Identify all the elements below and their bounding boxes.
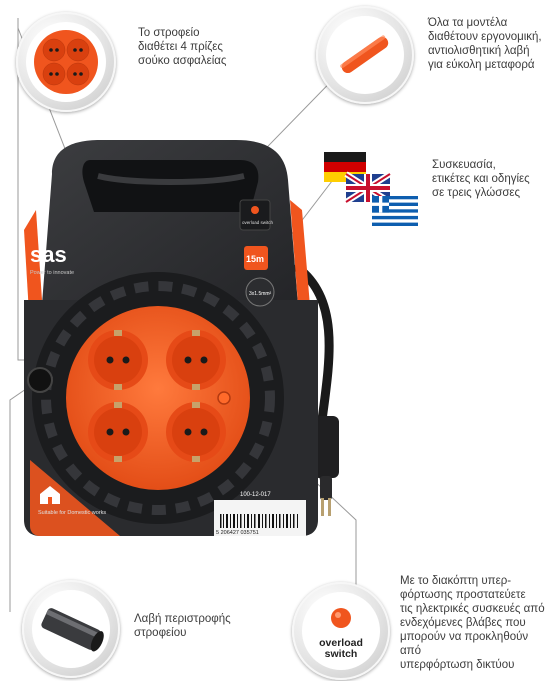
- overload-callout-circle: overload switch: [292, 582, 390, 680]
- brand-logo: sas: [30, 242, 67, 267]
- rotating-handle-icon: [41, 608, 104, 652]
- handle-callout-text: Όλα τα μοντέλα διαθέτουν εργονομική, αντ…: [428, 17, 542, 71]
- sockets-callout-text: Το στροφείο διαθέτει 4 πρίζες σούκο ασφα…: [138, 27, 227, 67]
- socket-top-left: [88, 330, 148, 390]
- flag-germany-icon: [324, 152, 366, 182]
- overload-badge-label: overload switch: [319, 637, 363, 660]
- flags-group: [320, 152, 420, 228]
- plug-body: [313, 416, 339, 478]
- handle-callout-circle: [316, 6, 414, 104]
- overload-switch-button: [217, 391, 231, 405]
- orange-handle-icon: [340, 35, 389, 74]
- bottom-orange-accent: [30, 460, 120, 536]
- crank-knob: [27, 367, 53, 393]
- right-orange-accent: [290, 200, 312, 330]
- suitable-text: Suitable for Domestic works: [38, 510, 106, 516]
- socket-top-right: [166, 330, 226, 390]
- product-code: 100-12-017: [240, 492, 271, 498]
- plug-tip: [320, 476, 332, 500]
- length-badge: [244, 246, 268, 270]
- languages-callout-text: Συσκευασία, ετικέτες και οδηγίες σε τρει…: [432, 159, 530, 199]
- house-icon: [40, 486, 60, 504]
- power-cable: [293, 263, 339, 516]
- brand-sub: Power to innovate: [30, 270, 74, 276]
- switch-label-panel: [239, 199, 271, 231]
- carry-handle-grip: [82, 160, 259, 212]
- sockets-callout-circle: [16, 12, 116, 112]
- switch-label-text: overload switch: [242, 220, 274, 225]
- cable-spec-badge: [245, 277, 275, 307]
- rotating-handle-callout-circle: [22, 580, 120, 678]
- cable-spec-text: 3x1.5mm²: [249, 291, 272, 297]
- barcode-bars: [220, 514, 298, 528]
- length-text: 15m: [246, 254, 264, 264]
- rotating-handle-callout-text: Λαβή περιστροφής στροφείου: [134, 613, 231, 639]
- cable-reel-body: [24, 140, 318, 536]
- overload-switch-icon: [331, 608, 351, 628]
- socket-bottom-right: [166, 402, 226, 462]
- flag-greece-icon: [372, 196, 418, 226]
- barcode-digits: 5 206427 035751: [216, 530, 259, 536]
- plug-pin-left: [321, 498, 324, 516]
- socket-quad-icon: [34, 30, 98, 94]
- overload-callout-text: Με το διακόπτη υπερ- φόρτωσης προστατεύε…: [400, 575, 545, 671]
- plug-pin-right: [328, 498, 331, 516]
- socket-bottom-left: [88, 402, 148, 462]
